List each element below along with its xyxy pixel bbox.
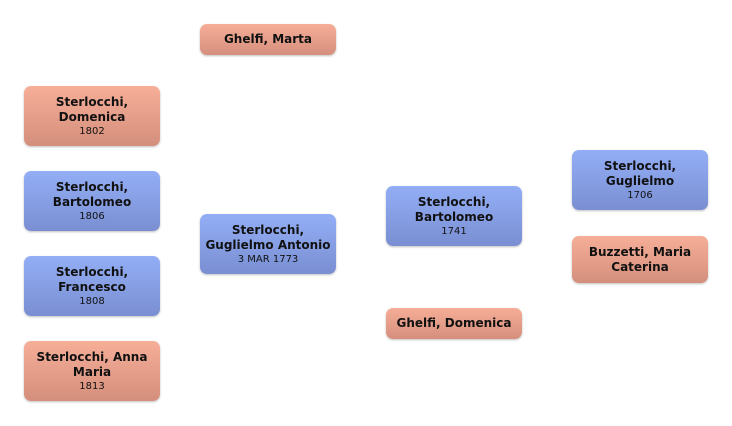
person-card-child-bartolomeo[interactable]: Sterlocchi, Bartolomeo 1806 (24, 171, 160, 231)
person-name: Buzzetti, Maria Caterina (588, 244, 692, 274)
person-card-focus[interactable]: Sterlocchi, Guglielmo Antonio 3 MAR 1773 (200, 214, 336, 274)
person-name: Ghelfi, Domenica (396, 316, 512, 330)
person-name: Sterlocchi, Bartolomeo (414, 194, 494, 224)
person-name: Ghelfi, Marta (223, 32, 313, 46)
person-card-paternal-grandfather[interactable]: Sterlocchi, Guglielmo 1706 (572, 150, 708, 210)
person-name: Sterlocchi, Anna Maria (36, 349, 148, 379)
person-card-child-anna-maria[interactable]: Sterlocchi, Anna Maria 1813 (24, 341, 160, 401)
person-card-mother[interactable]: Ghelfi, Domenica (386, 308, 522, 339)
person-name: Sterlocchi, Francesco (55, 264, 129, 294)
person-date: 3 MAR 1773 (237, 253, 299, 265)
person-date: 1706 (627, 189, 653, 201)
person-date: 1802 (79, 125, 105, 137)
person-date: 1813 (79, 380, 105, 392)
person-name: Sterlocchi, Domenica (55, 94, 129, 124)
person-name: Sterlocchi, Guglielmo (603, 158, 677, 188)
person-card-child-domenica[interactable]: Sterlocchi, Domenica 1802 (24, 86, 160, 146)
person-card-child-francesco[interactable]: Sterlocchi, Francesco 1808 (24, 256, 160, 316)
person-card-father[interactable]: Sterlocchi, Bartolomeo 1741 (386, 186, 522, 246)
person-date: 1808 (79, 295, 105, 307)
person-name: Sterlocchi, Bartolomeo (52, 179, 132, 209)
person-name: Sterlocchi, Guglielmo Antonio (205, 222, 331, 252)
person-date: 1741 (441, 225, 467, 237)
person-card-paternal-grandmother[interactable]: Buzzetti, Maria Caterina (572, 236, 708, 283)
person-card-spouse[interactable]: Ghelfi, Marta (200, 24, 336, 55)
person-date: 1806 (79, 210, 105, 222)
